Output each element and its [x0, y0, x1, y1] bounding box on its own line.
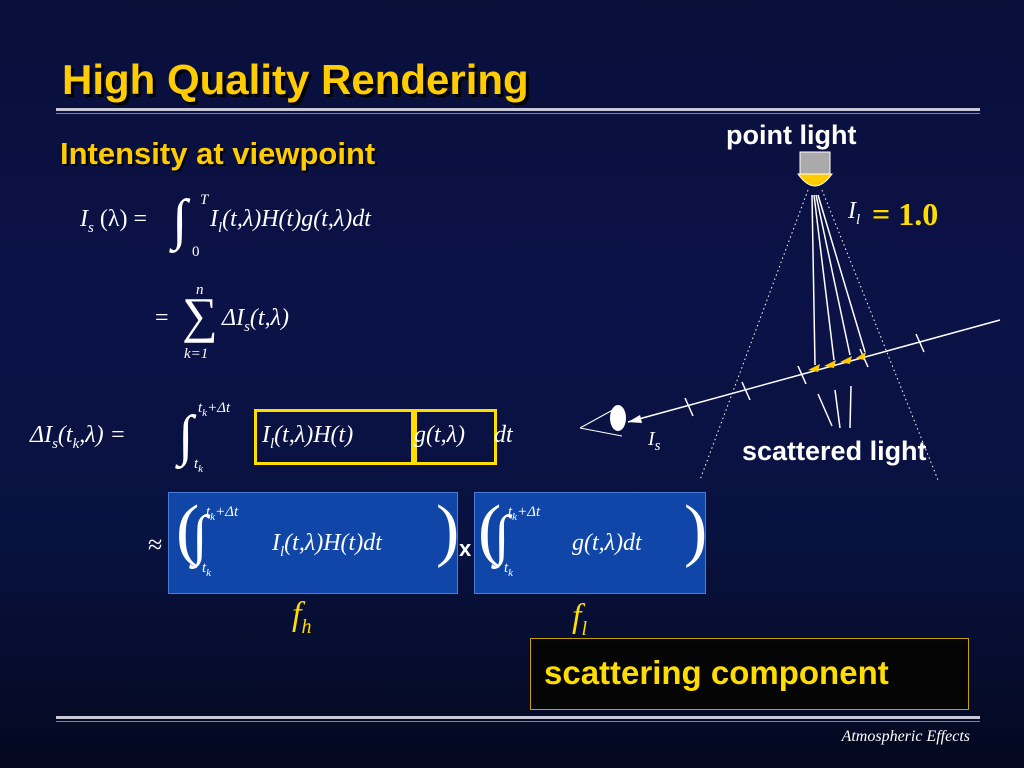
footer-text: Atmospheric Effects: [841, 728, 970, 745]
box1-integrand: Il(t,λ)H(t)dt: [272, 530, 382, 560]
il-symbol: Il: [848, 198, 861, 228]
integral-sign-3: ∫: [178, 405, 194, 467]
section-subtitle: Intensity at viewpoint: [60, 136, 376, 171]
eq2-equals: =: [155, 305, 169, 331]
footer-divider: [56, 716, 980, 719]
sum-sign: ∑: [182, 287, 218, 343]
lamp-housing: [799, 151, 831, 175]
approx-sign: ≈: [148, 530, 163, 559]
tick-2: [741, 381, 751, 401]
lamp-bulb: [797, 173, 833, 187]
light-ray-4: [817, 194, 866, 353]
scatter-arrow-2: [824, 360, 836, 368]
label-fh: fh: [292, 596, 312, 638]
integral-sign-h: ∫: [192, 505, 208, 567]
label-fl: fl: [572, 598, 588, 640]
box2-lower-limit: tk: [504, 560, 514, 579]
light-ray-2: [813, 194, 835, 361]
tick-3: [797, 365, 807, 385]
paren-left-1: (: [176, 492, 200, 569]
equation-3-lhs: ΔIs(tk,λ) =: [30, 422, 126, 452]
eq3-lower-limit: tk: [194, 456, 204, 475]
footer-divider-thin: [56, 721, 980, 722]
box2-upper-limit: tk+Δt: [508, 504, 541, 523]
eq2-body: ΔIs(t,λ): [222, 305, 289, 335]
eq1-lower-limit: 0: [192, 244, 200, 260]
pointer-1: [817, 393, 833, 427]
eq3-upper-limit: tk+Δt: [198, 400, 231, 419]
scatter-arrow-1: [808, 364, 820, 372]
times-sign: x: [459, 536, 472, 561]
scattering-component-box: [530, 638, 969, 710]
box2-integrand: g(t,λ)dt: [572, 530, 642, 556]
light-ray-1: [811, 194, 816, 366]
eq3-box1-content: Il(t,λ)H(t): [262, 422, 354, 452]
factor-box-h: [168, 492, 458, 594]
il-value: = 1.0: [872, 196, 939, 232]
slide-title: High Quality Rendering: [62, 56, 529, 103]
eye-icon: [610, 405, 626, 431]
box1-upper-limit: tk+Δt: [206, 504, 239, 523]
paren-left-2: (: [478, 492, 502, 569]
equation-1: Is (λ) =: [80, 206, 147, 236]
paren-right-1: ): [436, 492, 460, 569]
factor-box-l: [474, 492, 706, 594]
paren-right-2: ): [684, 492, 708, 569]
light-cone-right: [821, 189, 939, 481]
eq2-lower-limit: k=1: [184, 346, 209, 362]
pointer-3: [849, 385, 852, 429]
tick-1: [684, 397, 694, 417]
eq1-integrand: Il(t,λ)H(t)g(t,λ)dt: [210, 206, 371, 236]
point-light-label: point light: [726, 120, 857, 150]
scatter-arrow-4: [856, 352, 866, 360]
highlight-box-2: [414, 409, 497, 465]
light-cone-left: [699, 189, 809, 481]
is-symbol: Is: [648, 428, 661, 454]
integral-sign-l: ∫: [494, 505, 510, 567]
title-divider: [56, 108, 980, 111]
scattering-component-label: scattering component: [544, 654, 889, 691]
view-ray-arrowhead: [628, 415, 642, 423]
pointer-2: [834, 389, 841, 429]
eye-cone-bottom: [579, 427, 623, 437]
eq3-dt: dt: [494, 422, 513, 448]
integral-sign-1: ∫: [172, 189, 188, 251]
box1-lower-limit: tk: [202, 560, 212, 579]
scattered-light-label: scattered light: [742, 436, 927, 466]
title-divider-thin: [56, 113, 980, 114]
eq2-upper-limit: n: [196, 282, 204, 298]
tick-5: [915, 333, 925, 353]
scattering-diagram: [579, 151, 1001, 481]
eq1-upper-limit: T: [200, 192, 209, 208]
scatter-arrow-3: [840, 356, 852, 364]
light-ray-3: [815, 194, 851, 356]
eq3-box2-content: g(t,λ): [414, 422, 466, 448]
highlight-box-1: [254, 409, 414, 465]
eye-cone-top: [579, 405, 621, 429]
